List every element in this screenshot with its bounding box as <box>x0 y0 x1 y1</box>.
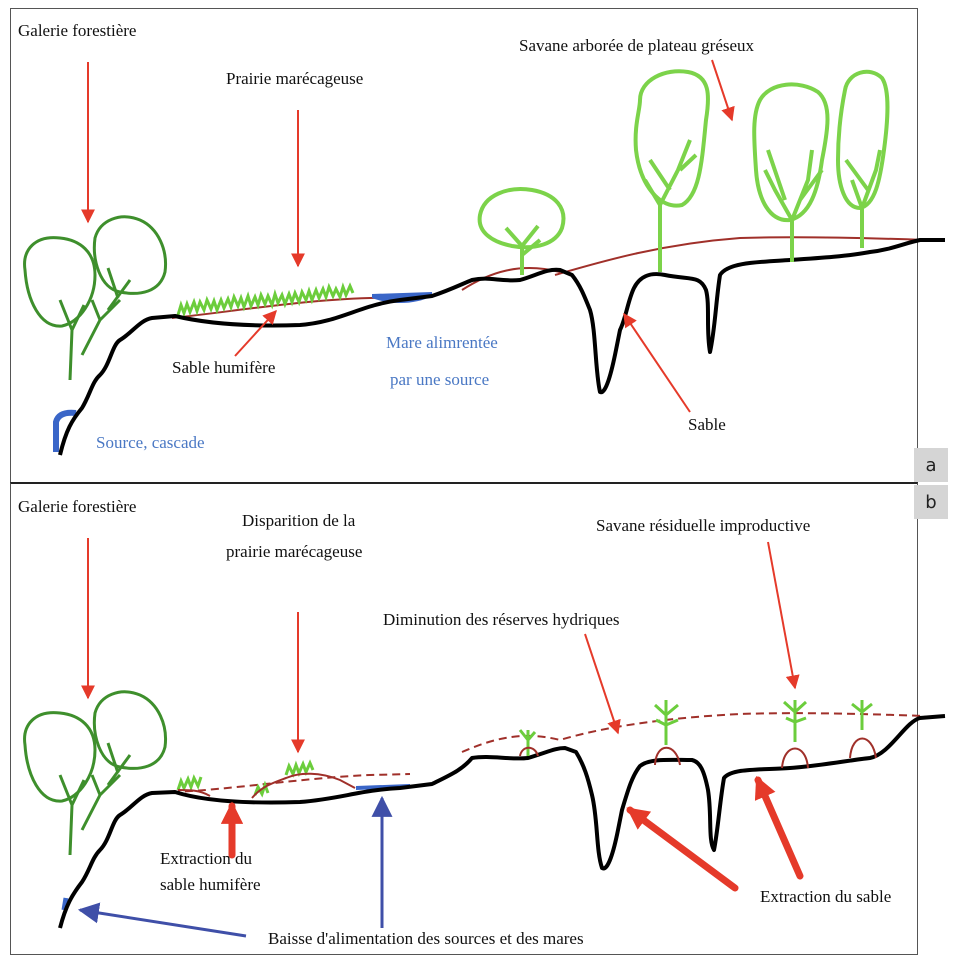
label-extraction-humifere-line2-b: sable humifère <box>160 875 261 894</box>
label-disparition-line2-b: prairie marécageuse <box>226 542 362 561</box>
label-extraction-sable-b: Extraction du sable <box>760 887 891 906</box>
arrow-sable-a <box>624 314 690 412</box>
panel-b-drawing: Galerie forestière Disparition de la pra… <box>18 497 945 948</box>
label-galerie-a: Galerie forestière <box>18 21 136 40</box>
label-extraction-humifere-line1-b: Extraction du <box>160 849 253 868</box>
label-disparition-line1-b: Disparition de la <box>242 511 356 530</box>
label-sable-humifere-a: Sable humifère <box>172 358 275 377</box>
label-galerie-b: Galerie forestière <box>18 497 136 516</box>
label-source-a: Source, cascade <box>96 433 205 452</box>
arrow-diminution-b <box>585 634 618 733</box>
residual-plants-b <box>520 700 872 756</box>
arrow-baisse-source-b <box>80 910 246 936</box>
panel-a-drawing: Galerie forestière Prairie marécageuse S… <box>18 21 945 455</box>
label-sable-a: Sable <box>688 415 726 434</box>
forest-trees-b <box>25 692 166 855</box>
label-diminution-b: Diminution des réserves hydriques <box>383 610 620 629</box>
arrow-sable-humifere-a <box>235 311 276 356</box>
label-baisse-b: Baisse d'alimentation des sources et des… <box>268 929 584 948</box>
label-prairie-a: Prairie marécageuse <box>226 69 363 88</box>
forest-trees-a <box>25 217 166 380</box>
arrow-savane-b <box>768 542 795 688</box>
plateau-trees-a <box>636 71 888 272</box>
arrow-savane-a <box>712 60 732 120</box>
label-mare-line1-a: Mare alimrentée <box>386 333 498 352</box>
label-savane-residuelle-b: Savane résiduelle improductive <box>596 516 810 535</box>
label-savane-a: Savane arborée de plateau gréseux <box>519 36 755 55</box>
label-mare-line2-a: par une source <box>390 370 489 389</box>
arrows-b <box>88 538 795 752</box>
small-tree-a <box>480 189 564 275</box>
arrow-extraction-sable-2-b <box>758 780 800 876</box>
